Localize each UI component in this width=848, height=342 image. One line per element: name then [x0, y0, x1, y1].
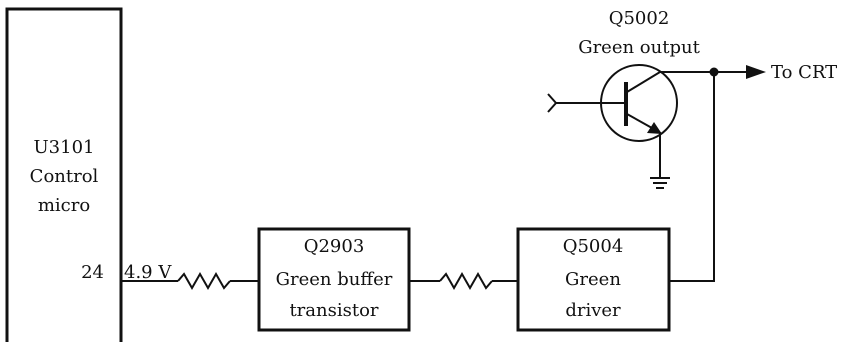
ground-icon	[650, 177, 670, 189]
buffer-ref: Q2903	[304, 236, 365, 257]
base-input-chevron	[547, 93, 558, 113]
output-arrow-icon	[746, 65, 766, 79]
output-label: To CRT	[771, 62, 837, 83]
microcontroller-ref: U3101	[34, 137, 95, 158]
wire-driver-to-output-node	[670, 72, 715, 282]
microcontroller-line1: Control	[30, 166, 99, 187]
emitter-lead	[626, 113, 653, 129]
resistor-1	[177, 271, 231, 291]
driver-line2: driver	[565, 300, 621, 321]
microcontroller-block	[5, 7, 123, 342]
output-transistor-name: Green output	[578, 37, 700, 58]
output-transistor-ref: Q5002	[609, 8, 670, 29]
driver-ref: Q5004	[563, 236, 624, 257]
resistor-2	[439, 271, 493, 291]
buffer-line1: Green buffer	[276, 269, 393, 290]
buffer-line2: transistor	[289, 300, 378, 321]
driver-block	[516, 227, 671, 332]
buffer-transistor-block	[257, 227, 411, 332]
driver-line1: Green	[565, 269, 621, 290]
emitter-arrow	[647, 122, 662, 134]
microcontroller-line2: micro	[38, 195, 90, 216]
pin-number: 24	[81, 262, 104, 283]
pin-voltage-label: 4.9 V	[124, 262, 172, 283]
output-transistor-symbol	[547, 64, 714, 189]
collector-lead	[626, 71, 714, 93]
